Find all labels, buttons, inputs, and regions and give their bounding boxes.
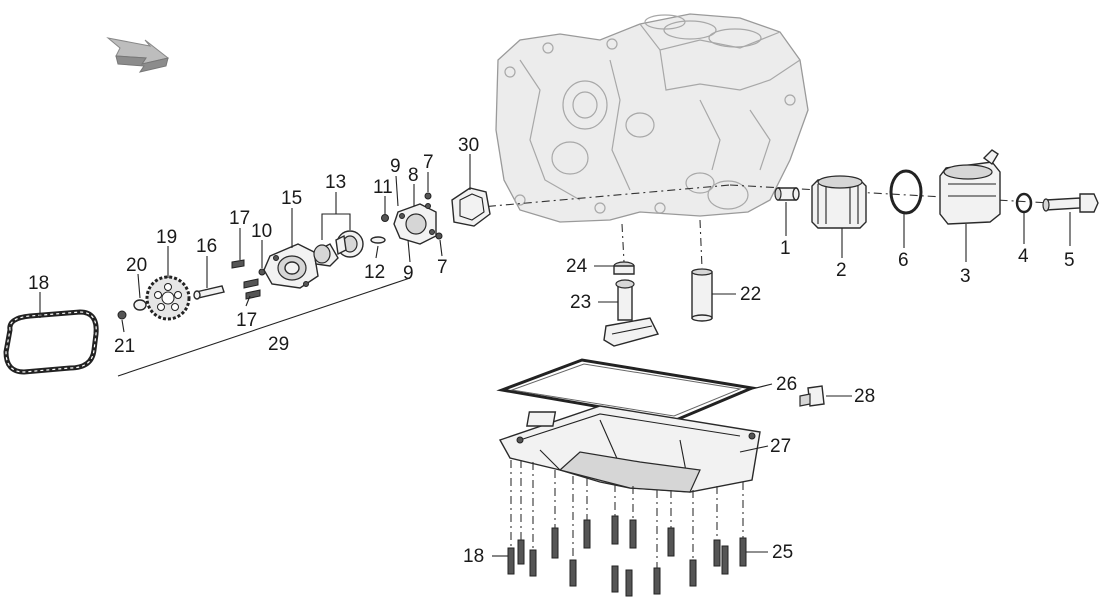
callout-21: 21 (114, 336, 135, 357)
callout-5: 5 (1064, 250, 1075, 271)
axis-pipe (699, 219, 703, 269)
callout-13: 13 (325, 172, 346, 193)
drain-plug (799, 385, 825, 407)
pump-gasket (451, 187, 491, 227)
callout-9-top: 9 (390, 156, 401, 177)
callout-18-bolts: 18 (463, 546, 484, 567)
callout-25: 25 (772, 542, 793, 563)
callout-18-chain: 18 (28, 273, 49, 294)
callout-2: 2 (836, 260, 847, 281)
oil-pipe (691, 268, 713, 322)
oil-cooler (939, 149, 1001, 225)
callout-1: 1 (780, 238, 791, 259)
bracket-line-29 (117, 277, 411, 377)
callout-12: 12 (364, 262, 385, 283)
axis-strainer (621, 223, 625, 263)
callout-4: 4 (1018, 246, 1029, 267)
assembly-axis-left (469, 184, 731, 209)
callout-28: 28 (854, 386, 875, 407)
callout-8: 8 (408, 165, 419, 186)
pump-cover (393, 203, 437, 245)
callout-17-bottom: 17 (236, 310, 257, 331)
dowel-pin (381, 214, 389, 222)
callout-29: 29 (268, 334, 289, 355)
pump-shaft-pin (193, 285, 225, 300)
callout-11: 11 (373, 177, 393, 198)
callout-6: 6 (898, 250, 909, 271)
dowel-7-bottom (435, 232, 443, 240)
strainer-seal (613, 261, 635, 275)
callout-23: 23 (570, 292, 591, 313)
pump-chain (3, 309, 99, 375)
callout-26: 26 (776, 374, 797, 395)
callout-3: 3 (960, 266, 971, 287)
sprocket-bolt (117, 310, 127, 320)
callout-10: 10 (251, 221, 272, 242)
callout-17-top: 17 (229, 208, 250, 229)
washer (133, 299, 147, 311)
oil-pan (498, 405, 761, 493)
pump-sprocket (145, 275, 191, 321)
callout-19: 19 (156, 227, 177, 248)
oil-strainer (603, 279, 660, 347)
callout-16: 16 (196, 236, 217, 257)
leader-lines (39, 154, 1071, 557)
connector-tube (774, 187, 800, 201)
callout-15: 15 (281, 188, 302, 209)
pump-bolts (231, 259, 266, 300)
oil-pump-body (263, 243, 319, 289)
callout-20: 20 (126, 255, 147, 276)
direction-arrow-icon (106, 37, 170, 73)
callout-30: 30 (458, 135, 479, 156)
cooler-bolt (1042, 193, 1099, 213)
cooler-washer (1015, 192, 1033, 214)
callout-9-bottom: 9 (403, 263, 414, 284)
callout-7-top: 7 (423, 152, 434, 173)
o-ring-large (889, 169, 923, 215)
oil-filter (811, 175, 867, 229)
callout-24: 24 (566, 256, 588, 277)
oil-pan-bolts (507, 460, 747, 597)
callout-27: 27 (770, 436, 791, 457)
callout-7-bottom: 7 (437, 257, 448, 278)
engine-block (495, 13, 809, 223)
pump-rotors (313, 230, 364, 267)
callout-22: 22 (740, 284, 761, 305)
o-ring-small (370, 236, 386, 244)
dowel-7-top (424, 192, 432, 200)
